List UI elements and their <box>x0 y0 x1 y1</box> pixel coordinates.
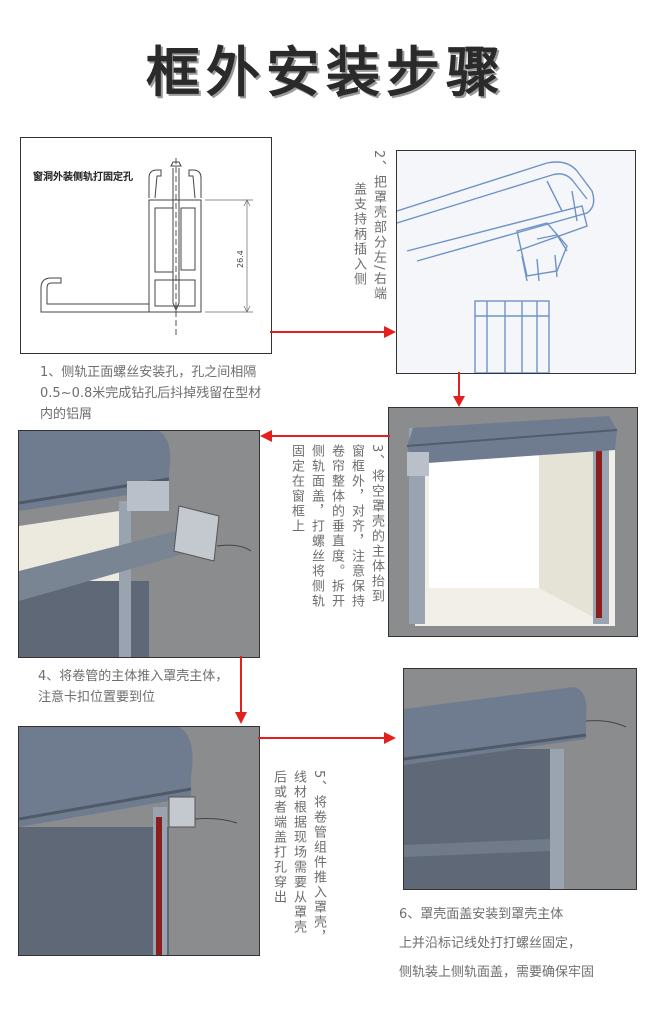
step6-caption-line1: 6、罩壳面盖安装到罩壳主体 <box>399 907 564 922</box>
step6-caption-line2: 上并沿标记线处打打螺丝固定， <box>399 936 582 951</box>
step3-caption-col5: 固定在窗框上 <box>289 444 304 534</box>
step5-caption-col3: 后或者端盖打孔穿出 <box>271 770 286 905</box>
page-title: 框外安装步骤 <box>146 41 506 104</box>
arrow-step1-to-2 <box>270 326 396 338</box>
step5-caption-col1: 5、将卷管组件推入罩壳， <box>311 770 326 946</box>
frame-mount-illustration <box>389 408 637 636</box>
cover-installed-illustration <box>404 669 636 889</box>
arrow-step4-to-5 <box>235 656 247 724</box>
dimension-label: 26.4 <box>236 250 245 268</box>
step3-photo <box>388 407 638 637</box>
step5-caption-col2: 线材根据现场需要从罩壳 <box>291 770 306 935</box>
step6-photo <box>403 668 637 890</box>
step3-caption-col1: 3、将空罩壳的主体抬到 <box>369 444 384 605</box>
step4-caption: 4、将卷管的主体推入罩壳主体，注意卡扣位置要到位 <box>38 669 229 705</box>
arrow-step3-to-4 <box>260 430 390 442</box>
cassette-end-sketch <box>397 151 635 373</box>
rail-section-diagram: 窗洞外装侧轨打固定孔 26.4 <box>21 138 271 353</box>
step3-caption-col2: 窗框外，对齐，注意保持 <box>349 444 364 609</box>
step3-caption-col4: 侧轨面盖，打螺丝将侧轨 <box>309 444 324 609</box>
step6-caption-line3: 侧轨装上侧轨面盖，需要确保牢固 <box>399 965 595 980</box>
step2-sketch <box>396 150 636 374</box>
arrow-step5-to-6 <box>258 732 396 744</box>
diagram-label: 窗洞外装侧轨打固定孔 <box>33 170 133 183</box>
arrow-step2-to-3 <box>453 372 465 407</box>
step4-photo <box>18 430 260 658</box>
step1-drawing: 窗洞外装侧轨打固定孔 26.4 <box>20 137 272 354</box>
step3-caption-col3: 卷帘整体的垂直度。拆开 <box>329 444 344 609</box>
step2-caption-col2: 盖支持柄插入侧 <box>351 182 366 287</box>
step1-caption: 1、侧轨正面螺丝安装孔，孔之间相隔0.5~0.8米完成钻孔后抖掉残留在型材内的铝… <box>40 365 262 422</box>
step2-caption-col1: 2、把罩壳部分左/右端 <box>371 150 386 302</box>
step5-photo <box>18 726 260 956</box>
tube-assembly-illustration <box>19 727 259 955</box>
tube-insert-illustration <box>19 431 259 657</box>
